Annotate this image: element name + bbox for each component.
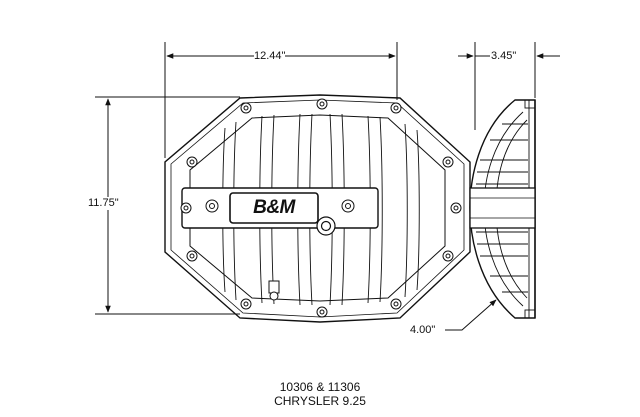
cover-bolt-center-2 [319, 101, 325, 107]
fill-plug [316, 216, 336, 236]
part-number-caption: 10306 & 11306 [279, 380, 361, 394]
bar-bolts [205, 199, 355, 213]
height-dimension-label: 11.75" [88, 197, 119, 210]
front-view-cover [164, 94, 471, 323]
cover-bolt-center-6 [445, 253, 451, 259]
application-caption: CHRYSLER 9.25 [274, 394, 366, 408]
cover-bolt-center-9 [243, 301, 249, 307]
cover-bolt-center-1 [243, 105, 249, 111]
logo-badge [229, 192, 319, 224]
cover-bolt-center-3 [393, 105, 399, 111]
drain-plug [268, 280, 280, 301]
cover-bolt-center-11 [183, 205, 189, 211]
radius-leader [445, 299, 497, 331]
perimeter-bolts [180, 98, 462, 318]
cover-bolt-center-7 [393, 301, 399, 307]
cover-bolt-center-5 [453, 205, 459, 211]
cover-bolt-center-10 [189, 253, 195, 259]
cover-bolt-center-4 [445, 159, 451, 165]
cover-bolt-center-12 [189, 159, 195, 165]
brand-logo: B&M [253, 197, 295, 218]
side-bar [469, 187, 536, 229]
side-view-cover [469, 99, 536, 319]
cover-bolt-center-8 [319, 309, 325, 315]
cover-outline [164, 94, 471, 323]
radius-dimension-label: 4.00" [410, 324, 436, 337]
width-dimension-label: 12.44" [254, 50, 286, 63]
depth-dimension-label: 3.45" [491, 50, 517, 63]
